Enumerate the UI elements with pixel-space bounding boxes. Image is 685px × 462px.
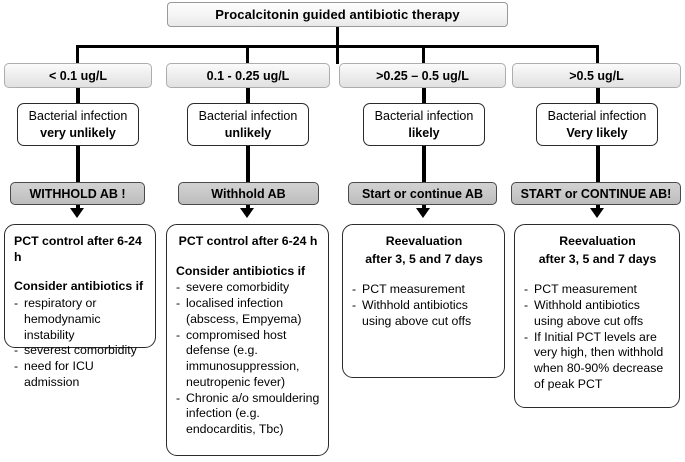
detail-list-1: respiratory or hemodynamic instability s…: [14, 296, 147, 390]
detail-spacer: [524, 269, 671, 282]
detail-sub-1: Consider antibiotics if: [14, 279, 144, 294]
threshold-box-3: >0.25 – 0.5 ug/L: [339, 63, 506, 88]
detail-box-2: PCT control after 6-24 h Consider antibi…: [166, 224, 329, 456]
action-label-1: WITHHOLD AB !: [29, 186, 126, 201]
connector-bus-horizontal: [76, 45, 599, 48]
detail-box-1: PCT control after 6-24 h Consider antibi…: [4, 224, 156, 389]
connector-bus-drop-2: [246, 45, 249, 64]
detail-item: need for ICU admission: [14, 359, 147, 390]
detail-item: PCT measurement: [352, 282, 496, 298]
arrowhead-2: [240, 208, 254, 218]
detail-box-4: Reevaluation after 3, 5 and 7 days PCT m…: [514, 224, 680, 408]
likelihood-line2-3: likely: [408, 125, 440, 140]
threshold-box-1: < 0.1 ug/L: [4, 63, 152, 88]
likelihood-box-1: Bacterial infection very unlikely: [17, 103, 139, 146]
connector-bus-drop-3: [422, 45, 425, 64]
detail-item: If Initial PCT levels are very high, the…: [524, 330, 671, 393]
detail-sub-2: Consider antibiotics if: [176, 263, 306, 278]
detail-box-3: Reevaluation after 3, 5 and 7 days PCT m…: [342, 224, 505, 378]
arrowhead-1: [70, 208, 84, 218]
likelihood-line2-2: unlikely: [224, 125, 272, 140]
action-label-4: START or CONTINUE AB!: [520, 186, 672, 201]
action-box-4: START or CONTINUE AB!: [511, 182, 681, 205]
flowchart-title-box: Procalcitonin guided antibiotic therapy: [167, 2, 508, 27]
detail-head-2: PCT control after 6-24 h: [178, 234, 318, 248]
detail-item: Withhold antibiotics using above cut off…: [524, 298, 671, 329]
action-box-2: Withhold AB: [178, 182, 319, 205]
likelihood-line1-3: Bacterial infection: [374, 108, 474, 123]
connector-bus-drop-4: [596, 45, 599, 64]
detail-item: Withhold antibiotics using above cut off…: [352, 298, 496, 329]
detail-item: severest comorbidity: [14, 343, 147, 359]
arrowhead-4: [590, 208, 604, 218]
arrowhead-3: [416, 208, 430, 218]
likelihood-line2-1: very unlikely: [40, 125, 116, 140]
likelihood-box-2: Bacterial infection unlikely: [187, 103, 309, 146]
detail-head-line2-3: after 3, 5 and 7 days: [365, 251, 483, 266]
detail-list-3: PCT measurement Withhold antibiotics usi…: [352, 282, 496, 329]
detail-item: severe comorbidity: [176, 280, 320, 296]
likelihood-box-3: Bacterial infection likely: [363, 103, 485, 146]
detail-item: Chronic a/o smouldering infection (e.g. …: [176, 391, 320, 438]
detail-spacer: [352, 269, 496, 282]
likelihood-line1-2: Bacterial infection: [198, 108, 298, 123]
threshold-box-4: >0.5 ug/L: [512, 63, 681, 88]
connector-spine-3: [422, 88, 426, 212]
likelihood-line1-1: Bacterial infection: [28, 108, 128, 123]
threshold-label-2: 0.1 - 0.25 ug/L: [206, 68, 290, 83]
detail-item: respiratory or hemodynamic instability: [14, 296, 147, 343]
detail-list-2: severe comorbidity localised infection (…: [176, 280, 320, 437]
detail-head-line1-4: Reevaluation: [559, 234, 636, 248]
detail-item: compromised host defense (e.g. immunosup…: [176, 328, 320, 391]
detail-head-1: PCT control after 6-24 h: [14, 234, 142, 264]
detail-item: PCT measurement: [524, 282, 671, 298]
likelihood-line1-4: Bacterial infection: [547, 108, 647, 123]
action-box-1: WITHHOLD AB !: [10, 182, 145, 205]
threshold-box-2: 0.1 - 0.25 ug/L: [166, 63, 330, 88]
detail-list-4: PCT measurement Withhold antibiotics usi…: [524, 282, 671, 392]
action-box-3: Start or continue AB: [348, 182, 497, 205]
detail-item: localised infection (abscess, Empyema): [176, 296, 320, 327]
connector-spine-4: [596, 88, 600, 212]
detail-head-line2-4: after 3, 5 and 7 days: [538, 251, 657, 266]
action-label-2: Withhold AB: [211, 186, 286, 201]
threshold-label-4: >0.5 ug/L: [569, 68, 624, 83]
flowchart-title: Procalcitonin guided antibiotic therapy: [215, 7, 460, 22]
action-label-3: Start or continue AB: [361, 186, 484, 201]
threshold-label-1: < 0.1 ug/L: [48, 68, 107, 83]
likelihood-line2-4: Very likely: [566, 125, 628, 140]
detail-head-line1-3: Reevaluation: [385, 234, 463, 248]
threshold-label-3: >0.25 – 0.5 ug/L: [376, 68, 469, 83]
connector-spine-1: [76, 88, 80, 212]
connector-bus-drop-1: [76, 45, 79, 64]
likelihood-box-4: Bacterial infection Very likely: [536, 103, 658, 146]
connector-spine-2: [246, 88, 250, 212]
